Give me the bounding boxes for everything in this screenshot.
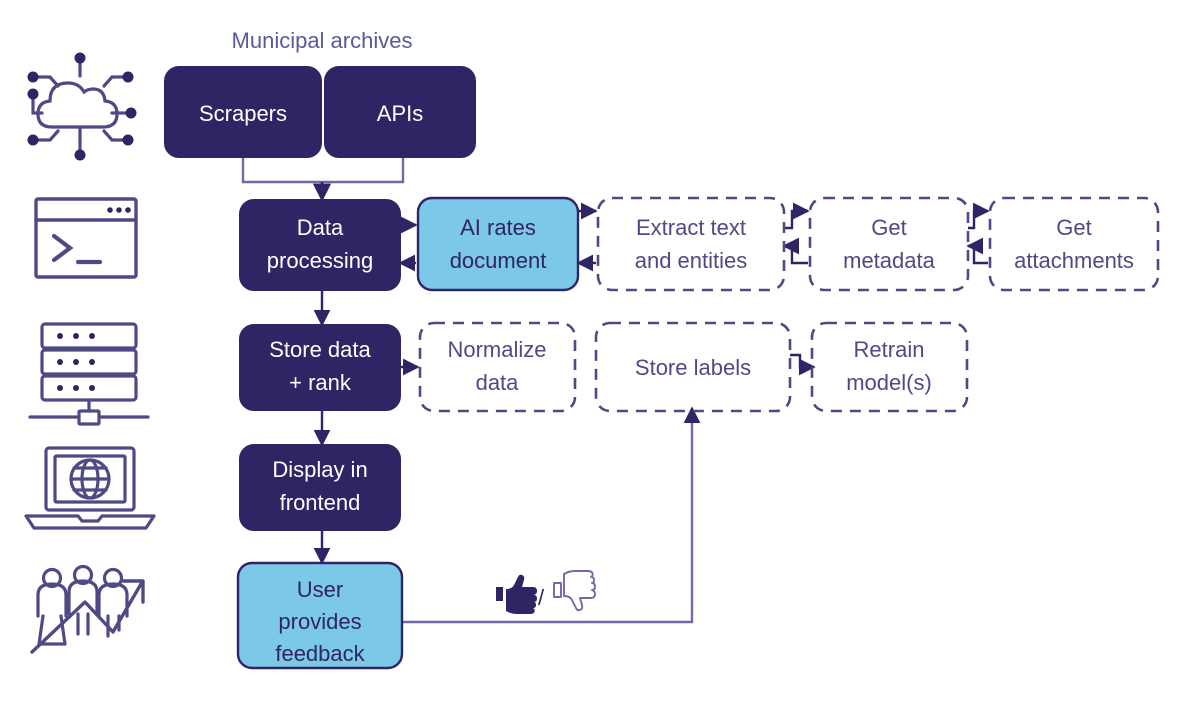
feedback-rating-marker: / (496, 570, 596, 614)
node-user-feedback-line1: User (297, 577, 343, 602)
node-data-processing-line1: Data (297, 215, 344, 240)
node-scrapers[interactable]: Scrapers (164, 66, 322, 158)
node-user-feedback[interactable]: User provides feedback (236, 561, 404, 670)
node-scrapers-label: Scrapers (199, 101, 287, 126)
node-retrain-models-line1: Retrain (854, 337, 925, 362)
node-get-attachments[interactable]: Get attachments (988, 196, 1160, 292)
node-extract-text[interactable]: Extract text and entities (596, 196, 786, 292)
node-apis[interactable]: APIs (324, 66, 476, 158)
node-get-attachments-line1: Get (1056, 215, 1091, 240)
node-normalize-data-line2: data (476, 370, 520, 395)
node-store-data-rank-line1: Store data (269, 337, 371, 362)
node-get-metadata-line2: metadata (843, 248, 935, 273)
node-display-frontend-line2: frontend (280, 490, 361, 515)
node-get-metadata[interactable]: Get metadata (808, 196, 970, 292)
node-ai-rates-document[interactable]: AI rates document (416, 196, 580, 292)
feedback-separator: / (538, 585, 545, 610)
node-ai-rates-document-line1: AI rates (460, 215, 536, 240)
node-normalize-data[interactable]: Normalize data (418, 321, 577, 413)
node-data-processing-line2: processing (267, 248, 373, 273)
node-apis-label: APIs (377, 101, 423, 126)
node-display-frontend[interactable]: Display in frontend (239, 444, 401, 531)
terminal-window-icon (34, 197, 138, 279)
node-display-frontend-line1: Display in (272, 457, 367, 482)
node-store-labels-line1: Store labels (635, 355, 751, 380)
node-data-processing[interactable]: Data processing (239, 199, 401, 291)
server-stack-icon (28, 322, 150, 426)
thumbs-up-icon (496, 574, 537, 614)
node-get-attachments-line2: attachments (1014, 248, 1134, 273)
people-growth-icon (30, 564, 145, 654)
node-retrain-models[interactable]: Retrain model(s) (810, 321, 969, 413)
node-store-data-rank[interactable]: Store data + rank (239, 324, 401, 411)
node-normalize-data-line1: Normalize (447, 337, 546, 362)
node-extract-text-line1: Extract text (636, 215, 746, 240)
node-ai-rates-document-line2: document (450, 248, 547, 273)
node-store-data-rank-line2: + rank (289, 370, 352, 395)
cloud-network-icon (27, 52, 137, 161)
node-store-labels[interactable]: Store labels (594, 321, 792, 413)
node-user-feedback-line3: feedback (275, 641, 365, 666)
node-retrain-models-line2: model(s) (846, 370, 932, 395)
laptop-globe-icon (24, 446, 156, 530)
node-user-feedback-line2: provides (278, 609, 361, 634)
node-extract-text-line2: and entities (635, 248, 748, 273)
node-get-metadata-line1: Get (871, 215, 906, 240)
connectors (241, 157, 990, 624)
thumbs-down-icon (553, 570, 596, 612)
page-title: Municipal archives (232, 28, 413, 53)
